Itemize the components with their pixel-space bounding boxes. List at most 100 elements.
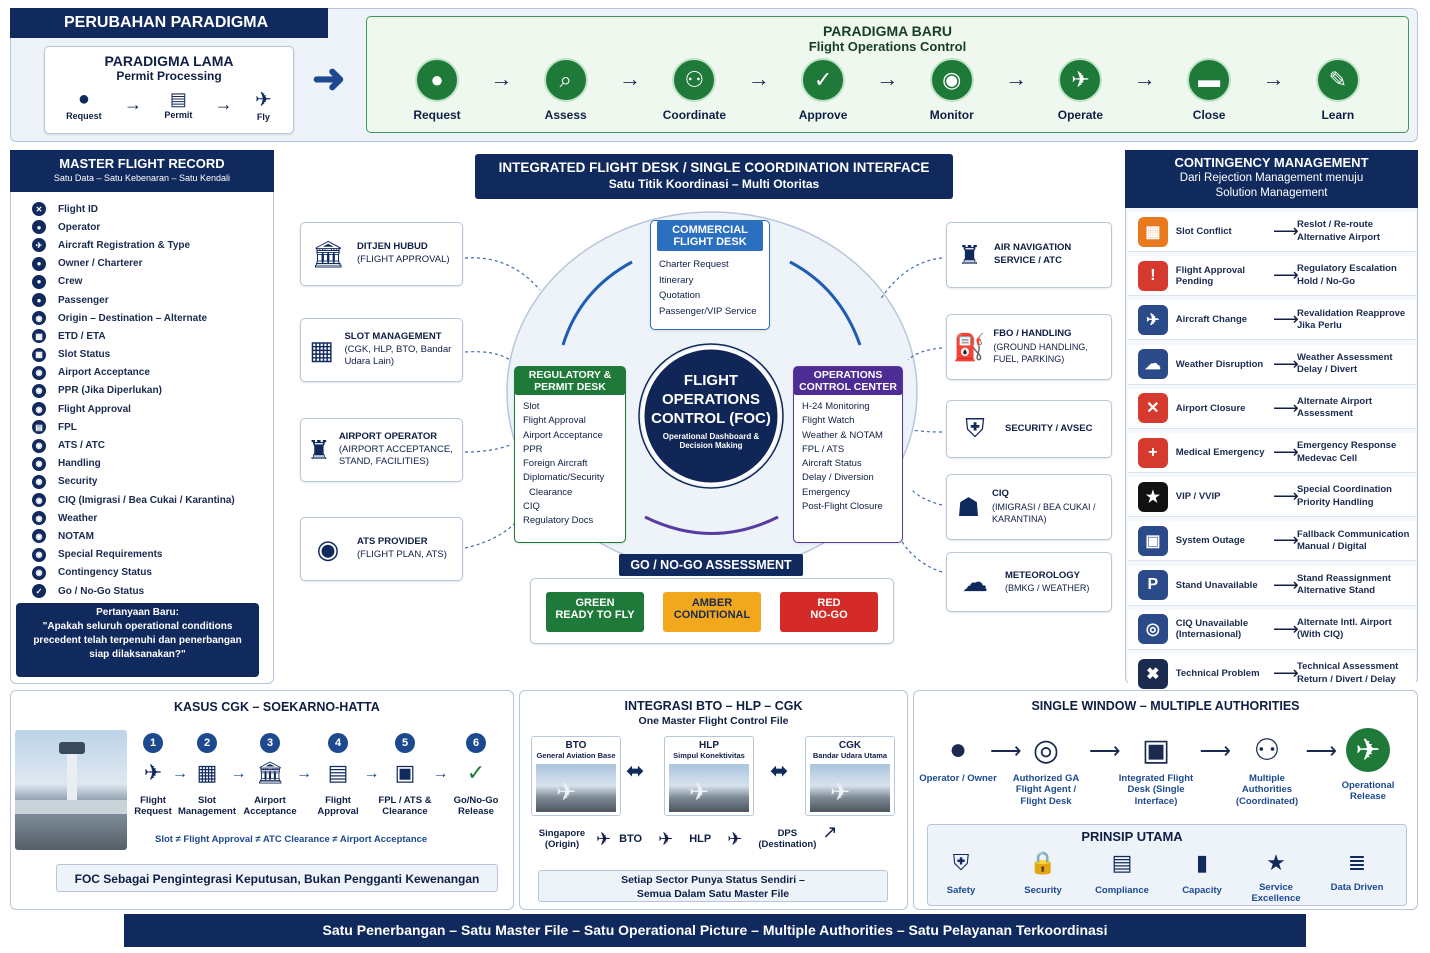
new-paradigm-step: ●Request bbox=[397, 58, 477, 122]
mfr-item: ◉Contingency Status bbox=[32, 564, 268, 582]
step-number-badge: 1 bbox=[143, 733, 163, 753]
desk-item: Diplomatic/Security Clearance bbox=[523, 472, 605, 498]
arrow-icon: ⟶ bbox=[1305, 738, 1338, 763]
cm-icon: ▣ bbox=[1138, 525, 1168, 556]
airport-desc: Simpul Konektivitas bbox=[673, 751, 745, 760]
new-paradigm-step: ✓Approve bbox=[783, 58, 863, 122]
occ-desk: OPERATIONS CONTROL CENTER H-24 Monitorin… bbox=[793, 366, 903, 543]
occ-title: OPERATIONS CONTROL CENTER bbox=[794, 367, 902, 395]
step-icon: ⚇ bbox=[672, 58, 717, 102]
old-step: Permit bbox=[164, 110, 193, 120]
desk-item: FPL / ATS bbox=[802, 443, 845, 455]
plane-icon: ✈ bbox=[727, 828, 743, 849]
mfr-item-label: Special Requirements bbox=[58, 549, 163, 561]
cm-row: ☁Weather Disruption⟶Weather Assessment D… bbox=[1128, 344, 1416, 385]
mfr-item-icon: ◉ bbox=[32, 383, 46, 398]
sw-step-icon: ● bbox=[948, 733, 968, 766]
authority-meteorology: ☁METEOROLOGY(BMKG / WEATHER) bbox=[946, 552, 1112, 612]
mfr-item: ◉CIQ (Imigrasi / Bea Cukai / Karantina) bbox=[32, 491, 268, 509]
mfr-item: ●Passenger bbox=[32, 291, 268, 309]
step-number-badge: 4 bbox=[328, 733, 348, 753]
mfr-item-label: CIQ (Imigrasi / Bea Cukai / Karantina) bbox=[58, 494, 235, 506]
arrow-icon: ⟶ bbox=[1272, 221, 1299, 241]
plane-icon: ✈ bbox=[596, 828, 612, 849]
authority-sub: (BMKG / WEATHER) bbox=[1005, 583, 1090, 594]
new-paradigm-box: PARADIGMA BARU Flight Operations Control… bbox=[366, 16, 1409, 133]
aircraft-icon: ✈ bbox=[830, 779, 851, 806]
mfr-item-icon: ◉ bbox=[32, 365, 46, 380]
new-paradigm-step: ⌕Assess bbox=[526, 58, 606, 122]
prinsip-label: Service Excellence bbox=[1251, 882, 1301, 905]
airport-code: HLP bbox=[699, 740, 719, 751]
mfr-item-icon: ◉ bbox=[32, 529, 46, 544]
mfr-item: ●Crew bbox=[32, 273, 268, 291]
arrow-up-icon: ↗ bbox=[822, 821, 838, 842]
cm-icon: ✕ bbox=[1138, 393, 1168, 424]
cm-solution: Emergency Response Medevac Cell bbox=[1296, 440, 1397, 464]
old-paradigm-box: PARADIGMA LAMA Permit Processing ●Reques… bbox=[44, 46, 294, 134]
cm-solution: Stand Reassignment Alternative Stand bbox=[1296, 572, 1391, 597]
mfr-item: ▦Slot Status bbox=[32, 346, 268, 364]
new-paradigm-step: ✎Learn bbox=[1298, 58, 1378, 122]
question-title: Pertanyaan Baru: bbox=[96, 607, 179, 618]
airport-photo: ✈ bbox=[669, 764, 749, 812]
cm-issue: VIP / VVIP bbox=[1175, 491, 1221, 503]
authority-sub: (AIRPORT ACCEPTANCE, STAND, FACILITIES) bbox=[338, 443, 453, 468]
new-paradigm-sub: Flight Operations Control bbox=[808, 39, 967, 54]
new-paradigm-step: ⚇Coordinate bbox=[654, 58, 734, 122]
new-paradigm-step: ✈Operate bbox=[1040, 58, 1120, 122]
step-icon: ⌕ bbox=[543, 58, 588, 102]
prinsip-icon: ▮ bbox=[1195, 850, 1209, 875]
cgk-note: Slot ≠ Flight Approval ≠ ATC Clearance ≠… bbox=[155, 834, 428, 845]
mfr-item: ◉Flight Approval bbox=[32, 400, 268, 418]
cgk-step-label: Airport Acceptance bbox=[243, 795, 297, 818]
cm-row: ✈Aircraft Change⟶Revalidation Reapprove … bbox=[1128, 300, 1416, 341]
arrow-icon: → bbox=[296, 765, 312, 782]
arrow-icon: → bbox=[363, 765, 380, 782]
sw-step-label: Operational Release bbox=[1341, 780, 1395, 803]
plane-icon: ✈ bbox=[658, 828, 674, 849]
cm-issue: Stand Unavailable bbox=[1175, 579, 1258, 591]
mfr-item-icon: ▤ bbox=[32, 420, 46, 435]
mfr-item-icon: ◉ bbox=[32, 402, 46, 417]
desk-item: Charter Request bbox=[659, 259, 729, 270]
arrow-icon: ⟶ bbox=[1272, 353, 1299, 374]
new-step-label: Approve bbox=[798, 108, 848, 122]
cm-row: +Medical Emergency⟶Emergency Response Me… bbox=[1128, 433, 1416, 473]
authority-fbo-handling: ⛽FBO / HANDLING(GROUND HANDLING, FUEL, P… bbox=[946, 314, 1112, 380]
step-icon: ✎ bbox=[1315, 58, 1360, 102]
ifd-sub: Satu Titik Koordinasi – Multi Otoritas bbox=[608, 177, 820, 191]
cm-title: CONTINGENCY MANAGEMENT bbox=[1174, 155, 1369, 170]
desk-item: Passenger/VIP Service bbox=[659, 306, 757, 318]
aircraft-icon: ✈ bbox=[556, 779, 577, 806]
step-number-badge: 5 bbox=[395, 733, 415, 753]
step-icon: ▤ bbox=[327, 760, 349, 785]
desk-item: Airport Acceptance bbox=[523, 429, 603, 441]
cm-solution: Alternate Airport Assessment bbox=[1296, 395, 1373, 420]
document-icon: ▤ bbox=[169, 89, 187, 109]
foc-sub: Operational Dashboard & Decision Making bbox=[662, 432, 760, 451]
desk-item: Slot bbox=[523, 401, 540, 412]
mfr-header: MASTER FLIGHT RECORD Satu Data – Satu Ke… bbox=[10, 150, 274, 192]
authority-title: SLOT MANAGEMENT bbox=[344, 330, 442, 342]
authority-icon: ☁ bbox=[962, 566, 988, 597]
authority-title: FBO / HANDLING bbox=[993, 328, 1072, 340]
amber-label: AMBER bbox=[691, 597, 733, 609]
mfr-item-icon: ● bbox=[32, 293, 46, 308]
amber-sub: CONDITIONAL bbox=[673, 609, 751, 621]
ifd-header: INTEGRATED FLIGHT DESK / SINGLE COORDINA… bbox=[475, 154, 953, 199]
mfr-item-label: Weather bbox=[58, 512, 98, 524]
route-origin: Singapore bbox=[538, 828, 586, 839]
mfr-item-label: FPL bbox=[58, 421, 77, 433]
mfr-item: ✈Aircraft Registration & Type bbox=[32, 236, 268, 254]
mfr-item: ▦ETD / ETA bbox=[32, 327, 268, 345]
paradigm-title: PERUBAHAN PARADIGMA bbox=[10, 8, 328, 38]
arrow-icon: → bbox=[230, 765, 247, 782]
desk-item: Emergency bbox=[802, 486, 851, 498]
desk-item: PPR bbox=[523, 443, 543, 455]
prinsip-label: Data Driven bbox=[1330, 882, 1384, 893]
